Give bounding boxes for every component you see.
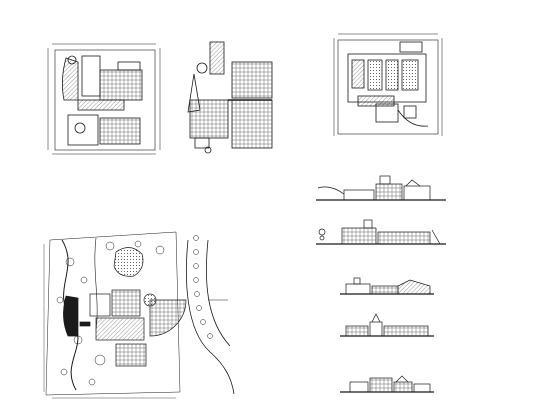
elevation-1-roof-element bbox=[379, 175, 391, 185]
site-block-3 bbox=[95, 317, 145, 341]
plan-c-curved-ramp bbox=[397, 109, 429, 127]
plan-b-wing-upper bbox=[231, 61, 273, 99]
site-garden bbox=[113, 247, 144, 277]
plan-c-bay-3 bbox=[385, 59, 399, 91]
elevation-2-stair bbox=[431, 229, 441, 245]
plan-a-corridor bbox=[77, 99, 125, 111]
elevation-4-drawing bbox=[340, 313, 434, 337]
elevation-1-gable bbox=[405, 179, 421, 187]
site-plaza-center bbox=[143, 293, 157, 307]
site-block-1 bbox=[89, 293, 111, 317]
plan-c-boundary bbox=[337, 39, 439, 135]
plan-b-drawing bbox=[187, 41, 273, 154]
plan-b-hall bbox=[189, 99, 229, 139]
elevation-1-canopy bbox=[317, 186, 345, 195]
plan-b-wing-lower bbox=[231, 99, 273, 149]
site-boundary bbox=[45, 231, 181, 396]
elevation-2-tree-1 bbox=[318, 228, 326, 236]
plan-c-bay-2 bbox=[367, 59, 383, 91]
elevation-4-block-1 bbox=[345, 325, 369, 337]
plan-b-column bbox=[204, 146, 212, 154]
elevation-5-gable bbox=[395, 375, 409, 383]
plan-c-drawing bbox=[333, 33, 443, 136]
site-curved-wing bbox=[63, 295, 79, 337]
elevation-4-tower bbox=[369, 321, 383, 337]
plan-a-boundary bbox=[54, 49, 156, 151]
site-bridge bbox=[79, 321, 91, 327]
plan-c-stair bbox=[403, 105, 417, 119]
plan-a-entry bbox=[117, 61, 141, 71]
plan-a-round-tower bbox=[67, 55, 77, 65]
plan-c-dimension-lines bbox=[333, 33, 443, 136]
site-trees bbox=[56, 240, 165, 386]
plan-a-curved-block bbox=[62, 57, 79, 101]
elevation-3-block-3 bbox=[397, 279, 431, 295]
plan-c-north-room bbox=[399, 41, 423, 53]
plan-a-dimension-lines bbox=[47, 43, 161, 155]
plan-a-fountain bbox=[74, 122, 86, 134]
elevation-2-block-2 bbox=[377, 231, 431, 245]
elevation-5-block-3 bbox=[393, 381, 413, 393]
elevation-4-spire bbox=[371, 313, 381, 323]
elevation-3-block-2 bbox=[371, 285, 399, 295]
plan-b-round-room bbox=[196, 62, 208, 74]
elevation-1-block-2 bbox=[375, 183, 403, 201]
elevation-5-block-4 bbox=[413, 383, 431, 393]
site-road-trees bbox=[193, 235, 213, 339]
site-block-2 bbox=[111, 289, 141, 317]
elevation-3-drawing bbox=[340, 277, 434, 295]
elevation-2-tree-2 bbox=[319, 235, 325, 241]
site-block-4 bbox=[115, 343, 147, 367]
plan-c-bay-1 bbox=[351, 59, 365, 89]
elevation-1-drawing bbox=[316, 175, 446, 201]
plan-b-stair bbox=[194, 137, 210, 149]
elevation-4-block-2 bbox=[383, 325, 429, 337]
elevation-2-block-1 bbox=[341, 227, 377, 245]
elevation-1-block-1 bbox=[343, 189, 375, 201]
site-plan-drawing bbox=[43, 231, 235, 399]
site-plaza bbox=[149, 299, 187, 337]
plan-b-tower bbox=[209, 41, 225, 75]
site-road-edge-1 bbox=[185, 239, 235, 395]
plan-a-lower-wing bbox=[99, 117, 141, 145]
plan-c-bay-4 bbox=[401, 59, 419, 91]
elevation-2-roof-element bbox=[363, 219, 373, 229]
site-road-edge-2 bbox=[205, 239, 231, 347]
elevation-5-block-2 bbox=[369, 377, 393, 393]
elevation-5-drawing bbox=[340, 375, 434, 393]
plan-a-drawing bbox=[47, 43, 161, 155]
elevation-1-block-3 bbox=[403, 185, 431, 201]
site-dimension-lines bbox=[43, 244, 176, 399]
plan-a-main-hall bbox=[99, 69, 143, 101]
elevation-2-drawing bbox=[316, 219, 446, 245]
elevation-3-roof-element bbox=[353, 277, 361, 285]
elevation-5-block-1 bbox=[349, 381, 369, 393]
plan-a-court bbox=[67, 114, 99, 146]
plan-c-lobby bbox=[375, 103, 399, 123]
